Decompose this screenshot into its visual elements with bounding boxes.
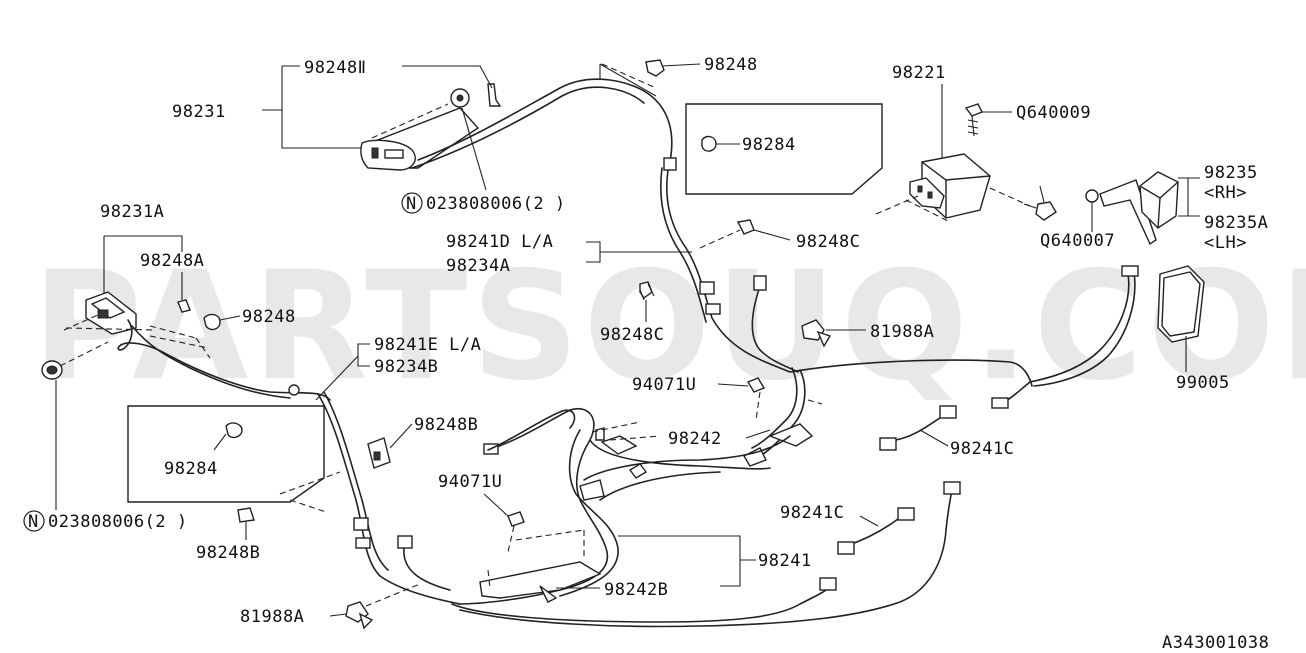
label-023808006-bottom: 023808006(2 ): [48, 512, 188, 532]
label-98284-top: 98284: [742, 135, 796, 155]
label-99005: 99005: [1176, 373, 1230, 393]
label-98221: 98221: [892, 63, 946, 83]
label-98248-left: 98248: [242, 307, 296, 327]
label-98284-left: 98284: [164, 459, 218, 479]
label-98248C-mid: 98248C: [600, 325, 664, 345]
label-98242B: 98242B: [604, 580, 668, 600]
label-94071U-right: 94071U: [632, 375, 696, 395]
label-RH: <RH>: [1204, 183, 1247, 203]
bracket-98235: [1085, 171, 1179, 246]
screw-Q640007-a: [1023, 185, 1057, 221]
module-98221: [875, 153, 1031, 223]
label-98231: 98231: [172, 102, 226, 122]
label-Q640009: Q640009: [1016, 103, 1091, 123]
n-circle-bottom: N: [23, 510, 45, 532]
pad-99005: [1157, 265, 1205, 343]
label-98234B: 98234B: [374, 357, 438, 377]
watermark: PARTSOUQ.COM: [32, 240, 1306, 414]
label-98241C-lower: 98241C: [780, 503, 844, 523]
clip-98248B-mid: [367, 437, 391, 469]
label-81988A-bottom: 81988A: [240, 607, 304, 627]
label-98248-top: 98248: [704, 55, 758, 75]
label-98248C-right: 98248C: [796, 232, 860, 252]
label-98234A: 98234A: [446, 256, 510, 276]
svg-text:N: N: [406, 194, 417, 214]
label-98248A: 98248A: [140, 251, 204, 271]
label-Q640007: Q640007: [1040, 231, 1115, 251]
label-94071U-mid: 94071U: [438, 472, 502, 492]
label-98241C-right: 98241C: [950, 439, 1014, 459]
label-LH: <LH>: [1204, 233, 1247, 253]
svg-text:N: N: [28, 512, 39, 532]
part-98231-assembly: [360, 78, 673, 171]
label-98235: 98235: [1204, 163, 1258, 183]
label-98231A: 98231A: [100, 202, 164, 222]
label-98242: 98242: [668, 429, 722, 449]
label-98241E: 98241E L/A: [374, 335, 481, 355]
label-98248B-bottom: 98248B: [196, 543, 260, 563]
n-circle-top: N: [401, 192, 423, 214]
grommet-left: [41, 341, 109, 380]
inset-98284-left: [127, 405, 325, 503]
label-023808006-top: 023808006(2 ): [426, 194, 566, 214]
label-98248B-mid: 98248B: [414, 415, 478, 435]
bracket-98242B: [479, 561, 602, 603]
diagram-code: A343001038: [1162, 633, 1269, 653]
module-98231A: [63, 291, 157, 335]
clip-81988A-right: [801, 319, 832, 348]
label-98241: 98241: [758, 551, 812, 571]
screw-Q640009: [964, 103, 983, 137]
label-98241D: 98241D L/A: [446, 232, 553, 252]
label-98248-top-left: 98248Ⅱ: [304, 58, 367, 78]
clip-81988A-bottom: [345, 601, 374, 630]
clip-98248-top: [599, 59, 665, 97]
label-81988A-right: 81988A: [870, 322, 934, 342]
label-98235A: 98235A: [1204, 213, 1268, 233]
